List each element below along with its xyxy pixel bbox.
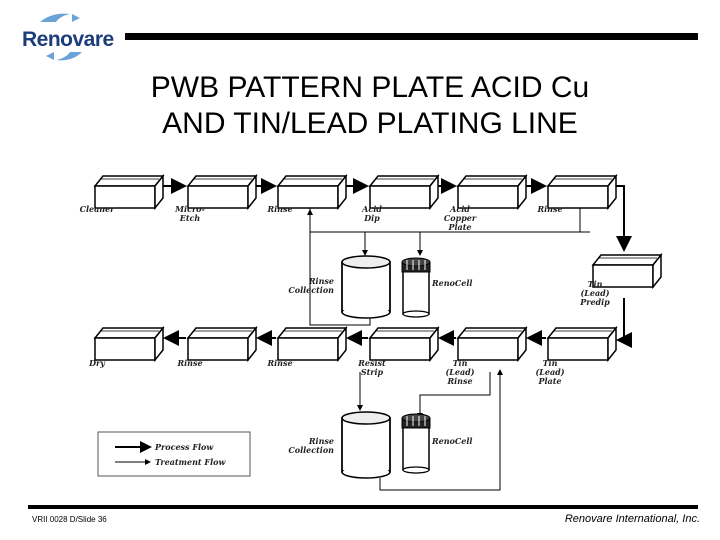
tank-label-row2-2: Rinse — [266, 358, 292, 368]
tank-row1-2 — [276, 173, 348, 211]
renocell-unit-2 — [401, 413, 431, 474]
tanks-group — [93, 173, 663, 363]
tank-label-side: (Lead) — [580, 288, 609, 298]
tank-label-row1-4: Acid — [449, 204, 470, 214]
rinse-collection-label-2: Rinse — [308, 436, 334, 446]
tank-label-row1-4: Copper — [444, 213, 477, 223]
tank-label-side: Tin — [588, 279, 603, 289]
tank-label-row1-1: Etch — [179, 213, 201, 223]
tank-label-row1-3: Acid — [361, 204, 382, 214]
treatment-line-to-renocell-2 — [417, 372, 491, 419]
tank-side-predip — [591, 252, 663, 290]
logo-text: Renovare — [22, 28, 114, 51]
legend-treatment-label: Treatment Flow — [155, 457, 226, 467]
flow-arrow-from-predip — [616, 298, 632, 348]
tank-label-row2-4: Rinse — [446, 376, 472, 386]
tank-label-row2-5: (Lead) — [535, 367, 564, 377]
tank-row2-1 — [186, 325, 258, 363]
renocell-label-1: RenoCell — [431, 278, 472, 288]
tank-row2-4 — [456, 325, 528, 363]
title-line-1: PWB PATTERN PLATE ACID Cu — [150, 71, 590, 104]
tank-label-side: Predip — [579, 297, 610, 307]
company-logo: Renovare — [22, 8, 118, 68]
slide-id: VRII 0028 D/Slide 36 — [32, 515, 107, 524]
tank-label-row2-1: Rinse — [176, 358, 202, 368]
company-name: Renovare International, Inc. — [564, 513, 700, 525]
tank-label-row1-0: Cleaner — [80, 204, 116, 214]
tank-label-row2-5: Tin — [543, 358, 558, 368]
tank-label-row1-2: Rinse — [266, 204, 292, 214]
tank-label-row2-3: Strip — [361, 367, 384, 377]
process-flow-lines — [163, 178, 632, 348]
tank-row1-0 — [93, 173, 165, 211]
tank-label-row2-0: Dry — [88, 358, 106, 368]
flow-arrow-to-predip — [616, 185, 632, 252]
tank-label-row1-5: Rinse — [536, 204, 562, 214]
rinse-collection-tank-2 — [341, 411, 391, 479]
rinse-collection-label-1: Collection — [288, 285, 334, 295]
tank-row2-0 — [93, 325, 165, 363]
tank-label-row2-4: (Lead) — [445, 367, 474, 377]
tank-label-row2-3: Resist — [357, 358, 386, 368]
tank-row2-5 — [546, 325, 618, 363]
rinse-collection-label-2: Collection — [288, 445, 334, 455]
tank-row2-3 — [368, 325, 440, 363]
treatment-line-return-2 — [379, 369, 503, 491]
legend-process-label: Process Flow — [154, 442, 214, 452]
slide-title: PWB PATTERN PLATE ACID Cu AND TIN/LEAD P… — [80, 70, 660, 142]
renocell-unit-1 — [401, 257, 431, 318]
tank-label-row1-4: Plate — [447, 222, 471, 232]
rinse-collection-label-1: Rinse — [308, 276, 334, 286]
logo-swirl-icon — [40, 13, 82, 61]
treatment-flow-lines — [307, 208, 590, 491]
treatment-line-return-1 — [307, 209, 371, 326]
tank-label-row2-5: Plate — [537, 376, 561, 386]
tank-row1-4 — [456, 173, 528, 211]
header-rule — [125, 33, 698, 40]
tank-label-row1-3: Dip — [363, 213, 380, 223]
tank-row1-5 — [546, 173, 618, 211]
collections-group: RinseCollectionRenoCellRinseCollectionRe… — [288, 255, 472, 479]
tank-row1-3 — [368, 173, 440, 211]
title-line-2: AND TIN/LEAD PLATING LINE — [162, 107, 578, 140]
tank-row2-2 — [276, 325, 348, 363]
tank-row1-1 — [186, 173, 258, 211]
footer-rule — [28, 505, 698, 509]
renocell-label-2: RenoCell — [431, 436, 472, 446]
tank-label-row2-4: Tin — [453, 358, 468, 368]
legend-box: Process Flow Treatment Flow — [97, 431, 251, 477]
tank-label-row1-1: Micro- — [174, 204, 205, 214]
rinse-collection-tank-1 — [341, 255, 391, 319]
